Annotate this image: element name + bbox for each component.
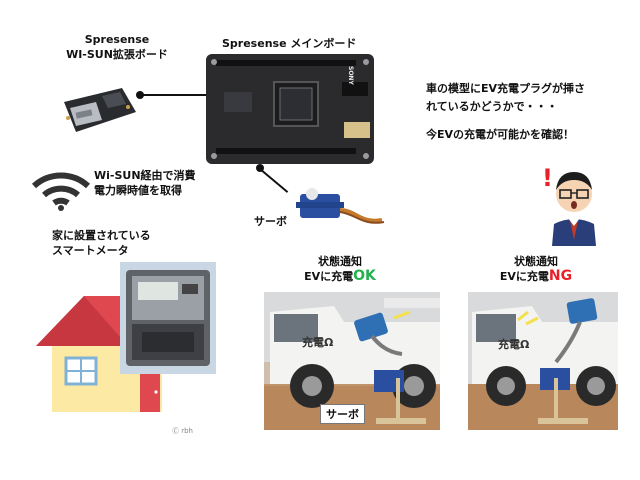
truck-photo-ng: 充電Ω [468,292,618,430]
connector-dot-wisun [136,91,144,99]
wisun-board-image [56,82,140,138]
wifi-icon [30,168,92,212]
credit-text: Ⓒ rbh [172,427,193,435]
connector-dot-servo [256,164,264,172]
smart-meter-photo [120,262,216,374]
connector-line-servo [259,168,289,193]
connector-line-wisun [138,94,210,96]
wisun-comm-text: Wi-SUN経由で消費 電力瞬時値を取得 [94,169,196,197]
wisun-board-label: Spresense WI-SUN拡張ボード [66,33,168,61]
status-ok-badge: OK [353,268,376,284]
servo-photo-caption: サーボ [320,404,365,424]
status-ng-badge: NG [548,268,573,284]
svg-text:!: ! [542,164,553,192]
board-brand-text: SONY [347,66,354,85]
note-text: 車の模型にEV充電プラグが挿さ れているかどうかで・・・ 今EVの充電が可能かを… [426,82,586,141]
notice-ng-heading: 状態通知 EVに充電NG [499,255,573,284]
truck-text-ok: 充電Ω [302,336,334,349]
main-board-image: SONY [204,52,376,166]
main-board-label: Spresense メインボード [222,37,357,50]
truck-text-ng: 充電Ω [498,338,530,351]
notice-ok-heading: 状態通知 EVに充電OK [304,255,376,284]
truck-photo-ok: 充電Ω サーボ [264,292,440,430]
servo-label: サーボ [254,215,287,228]
servo-image [296,184,386,228]
surprised-person-icon: ! [540,160,606,246]
home-meter-label: 家に設置されている スマートメータ [52,229,151,257]
